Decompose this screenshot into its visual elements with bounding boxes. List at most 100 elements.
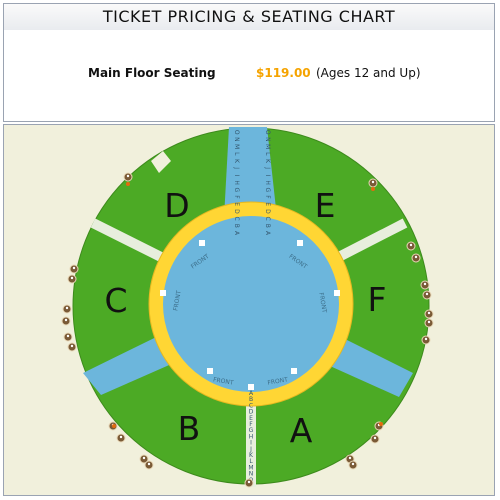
row-letter: E [249,415,253,422]
row-letter: C [233,216,240,220]
pricing-panel: Main Floor Seating $119.00 (Ages 12 and … [3,30,495,122]
row-letter: F [249,421,253,428]
wheelchair-accessible-icon [406,241,416,251]
section-label-e: E [315,186,336,225]
pricing-row: Main Floor Seating $119.00 (Ages 12 and … [88,66,421,80]
aisles-overlay [171,229,331,353]
row-letter: J [249,446,252,453]
row-letter: A [249,390,254,397]
section-label-a: A [290,411,313,450]
ring-seat-marker [291,368,297,374]
row-letter: O [264,130,271,135]
row-letter: H [233,180,240,185]
row-letter: L [233,152,240,156]
row-letter: G [233,187,240,192]
ring-seat-marker [199,240,205,246]
row-letter: G [264,187,271,192]
ring-seat-marker [297,240,303,246]
row-letter: M [233,144,240,149]
row-letter: D [249,409,254,416]
row-letter: E [233,202,240,206]
row-letter: L [249,458,253,465]
ticket-price: $119.00 [256,66,311,80]
walkway-cd [90,218,176,268]
wheelchair-accessible-icon [61,316,71,326]
wheelchair-accessible-icon [424,309,434,319]
row-letter: N [264,137,271,142]
row-letter: I [264,175,271,177]
row-letter: M [248,464,253,471]
aisle-lower-left-overlay [171,319,223,351]
wheelchair-accessible-icon [368,178,378,188]
wheelchair-accessible-icon [422,290,432,300]
wheelchair-accessible-icon [116,433,126,443]
wheelchair-accessible-icon [62,304,72,314]
row-letter: N [233,137,240,142]
row-letter: A [233,231,240,236]
companion-seat-marker [371,187,375,191]
title-bar: TICKET PRICING & SEATING CHART [3,3,495,31]
wheelchair-accessible-icon [370,434,380,444]
wheelchair-accessible-icon [123,172,133,182]
companion-seat-marker [126,182,130,186]
section-label-f: F [368,280,387,319]
wheelchair-accessible-icon [411,253,421,263]
aisle-top-overlay [233,229,273,261]
row-letter: J [233,166,240,169]
bowl-notch [151,151,171,173]
wheelchair-accessible-icon [67,274,77,284]
row-letter: H [264,180,271,185]
row-letter: C [249,402,253,409]
ring-seat-marker [248,384,254,390]
row-letter: A [264,231,271,236]
companion-seat-marker [112,424,116,428]
ring-seat-marker [207,368,213,374]
section-label-c: C [104,281,127,320]
row-letter: K [264,159,271,164]
wheelchair-accessible-icon [144,460,154,470]
row-letter: G [249,427,254,434]
row-letter: F [264,195,271,199]
row-letter: N [249,471,254,478]
wheelchair-accessible-icon [420,280,430,290]
ring-seat-marker [160,290,166,296]
wheelchair-accessible-icon [67,342,77,352]
row-letter: B [233,224,240,228]
row-letter: I [250,440,252,447]
front-label: FRONT [213,376,235,387]
front-ring-markers [160,240,340,390]
row-letter: K [249,452,254,459]
wheelchair-accessible-icon [421,335,431,345]
row-letter: F [233,195,240,199]
wheelchair-accessible-icon [139,454,149,464]
companion-seat-marker [379,422,383,426]
page-title: TICKET PRICING & SEATING CHART [102,7,396,26]
row-letter: E [264,202,271,206]
row-letter: L [264,152,271,156]
row-letter: D [233,209,240,214]
wheelchair-accessible-icon [244,478,254,488]
row-letter: B [249,396,253,403]
row-letter: I [233,175,240,177]
age-note: (Ages 12 and Up) [316,66,421,80]
row-letter: J [264,166,271,169]
wheelchair-accessible-icon [348,460,358,470]
front-label: FRONT [317,292,328,314]
row-letter: K [233,159,240,164]
wheelchair-accessible-icon [63,332,73,342]
row-letter: H [249,433,254,440]
row-letter: D [264,209,271,214]
row-letter: B [264,224,271,228]
ring-seat-marker [334,290,340,296]
section-label-d: D [164,186,189,225]
front-label: FRONT [267,376,289,387]
row-letter: M [264,144,271,149]
row-letter: C [264,216,271,220]
wheelchair-accessible-icon [69,264,79,274]
section-label-b: B [178,409,201,448]
accessibility-icons [61,172,434,488]
seating-section-label: Main Floor Seating [88,66,216,80]
